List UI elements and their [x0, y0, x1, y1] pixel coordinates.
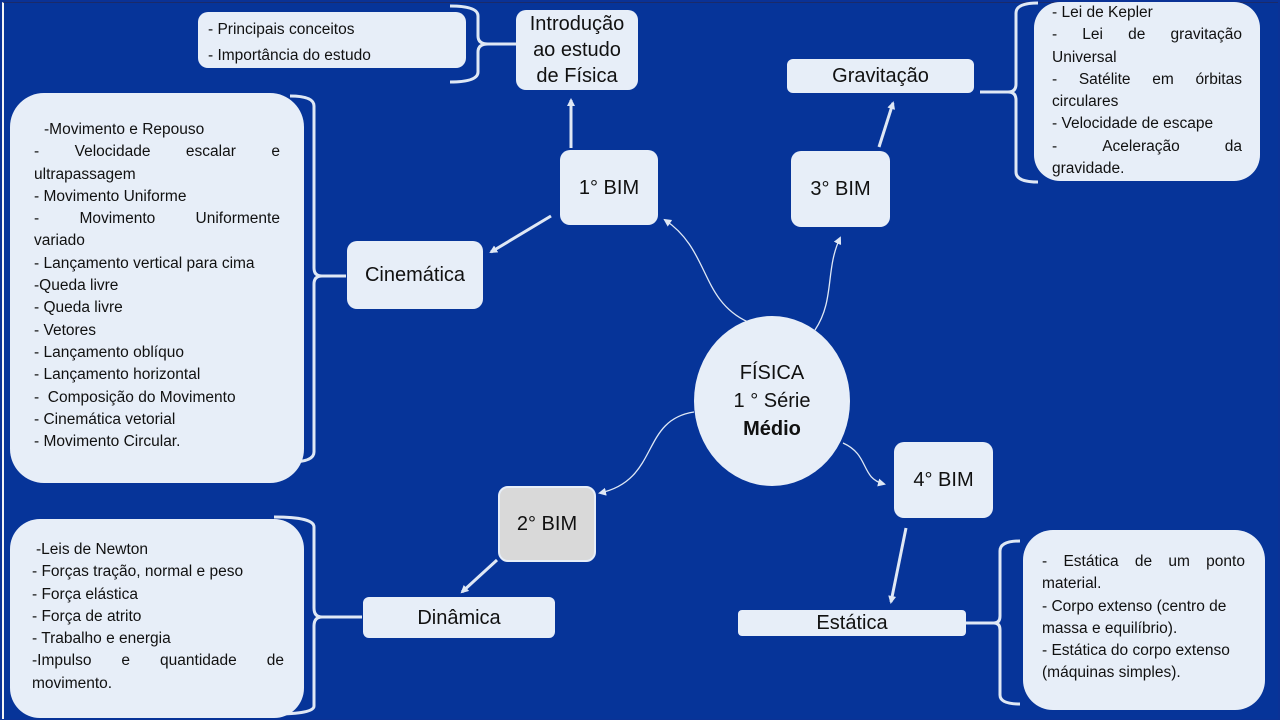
center-node-fisica[interactable]: FÍSICA 1 ° Série Médio: [694, 316, 850, 486]
center-title: FÍSICA: [739, 362, 805, 384]
dinamica-items-box: -Leis de Newton - Forças tração, normal …: [10, 519, 304, 718]
estatica-item-cont: material.: [1042, 575, 1102, 593]
estatica-item-cont: (máquinas simples).: [1042, 664, 1181, 682]
topic-gravitacao-label: Gravitação: [832, 65, 929, 87]
cinematica-item: - Cinemática vetorial: [34, 410, 176, 428]
dinamica-item-cont: movimento.: [32, 674, 113, 692]
dinamica-item: - Força elástica: [32, 585, 138, 603]
topic-dinamica[interactable]: Dinâmica: [363, 597, 555, 638]
cinematica-item: - Movimento Circular.: [34, 433, 181, 451]
dinamica-item: - Forças tração, normal e peso: [32, 563, 244, 581]
dinamica-item: - Trabalho e energia: [32, 630, 171, 648]
topic-introducao-line: ao estudo: [533, 39, 621, 61]
gravitacao-item-cont: Universal: [1052, 48, 1117, 66]
cinematica-item: - Movimento Uniforme: [34, 187, 187, 205]
cinematica-item-cont: variado: [34, 232, 85, 250]
intro-items-box: - Principais conceitos - Importância do …: [198, 12, 466, 68]
bim1-label: 1° BIM: [578, 176, 640, 199]
cinematica-item: - Vetores: [34, 321, 97, 339]
bim4-label: 4° BIM: [913, 469, 974, 491]
topic-estatica[interactable]: Estática: [738, 610, 966, 636]
center-level: Médio: [743, 418, 801, 440]
topic-estatica-label: Estática: [816, 612, 888, 634]
cinematica-item-cont: ultrapassagem: [34, 165, 136, 183]
topic-introducao[interactable]: Introdução ao estudo de Física: [516, 10, 638, 90]
gravitacao-item-cont: circulares: [1052, 93, 1119, 111]
bim2-label: 2° BIM: [516, 513, 578, 535]
cinematica-item: -Movimento e Repouso: [44, 121, 205, 138]
dinamica-item: -Leis de Newton: [36, 541, 149, 558]
estatica-item: - Corpo extenso (centro de: [1042, 597, 1227, 615]
estatica-item-cont: massa e equilíbrio).: [1042, 619, 1178, 637]
bim4-node[interactable]: 4° BIM: [894, 442, 993, 518]
cinematica-item: - Lançamento horizontal: [34, 366, 201, 384]
gravitacao-item: - Lei de Kepler: [1052, 4, 1153, 21]
dinamica-item: - Força de atrito: [32, 607, 142, 625]
bim3-node[interactable]: 3° BIM: [791, 151, 890, 227]
intro-item: - Principais conceitos: [208, 21, 355, 38]
cinematica-item: -Queda livre: [34, 277, 119, 295]
topic-dinamica-label: Dinâmica: [417, 606, 501, 629]
intro-item: - Importância do estudo: [208, 47, 371, 64]
topic-gravitacao[interactable]: Gravitação: [787, 59, 974, 93]
topic-cinematica-label: Cinemática: [364, 264, 466, 286]
cinematica-item: - Composição do Movimento: [34, 388, 236, 406]
topic-introducao-line: Introdução: [529, 13, 625, 35]
bim1-node[interactable]: 1° BIM: [560, 150, 658, 225]
estatica-item: - Estática do corpo extenso: [1042, 642, 1230, 660]
gravitacao-item-cont: gravidade.: [1052, 160, 1125, 178]
cinematica-item: - Lançamento vertical para cima: [34, 254, 255, 272]
center-subtitle: 1 ° Série: [733, 390, 811, 412]
topic-introducao-line: de Física: [536, 65, 618, 87]
bim2-node[interactable]: 2° BIM: [498, 486, 596, 562]
cinematica-item: - Lançamento oblíquo: [34, 343, 184, 361]
cinematica-item: - Queda livre: [34, 299, 123, 317]
gravitacao-item: - Velocidade de escape: [1052, 115, 1214, 133]
topic-cinematica[interactable]: Cinemática: [347, 241, 483, 309]
bim3-label: 3° BIM: [810, 178, 871, 200]
